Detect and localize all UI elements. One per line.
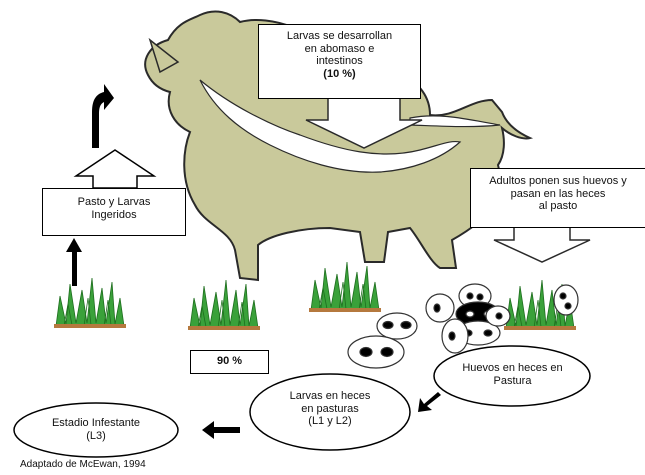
ingested-line1: Pasto y Larvas	[42, 196, 186, 209]
larvae-line3: (L1 y L2)	[255, 415, 405, 428]
grass-tuft-icon	[309, 262, 381, 312]
infective-label: Estadio Infestante (L3)	[18, 417, 174, 442]
intestine-pct: (10 %)	[258, 68, 421, 81]
up-arrow-black	[66, 238, 82, 286]
adults-line3: al pasto	[470, 200, 645, 213]
intestine-label: Larvas se desarrollan en abomaso e intes…	[258, 30, 421, 81]
infective-line2: (L3)	[18, 430, 174, 443]
eggs-line1: Huevos en heces en	[440, 362, 585, 375]
up-arrow-icon	[92, 84, 114, 148]
eggs-label: Huevos en heces en Pastura	[440, 362, 585, 387]
adults-line2: pasan en las heces	[470, 188, 645, 201]
ingested-line2: Ingeridos	[42, 209, 186, 222]
larvae-line1: Larvas en heces	[255, 390, 405, 403]
intestine-line1: Larvas se desarrollan	[258, 30, 421, 43]
larvae-label: Larvas en heces en pasturas (L1 y L2)	[255, 390, 405, 428]
grass-tuft-icon	[188, 280, 260, 330]
intestine-line3: intestinos	[258, 55, 421, 68]
infective-line1: Estadio Infestante	[18, 417, 174, 430]
larvae-line2: en pasturas	[255, 403, 405, 416]
arrow-eggs-to-larvae	[418, 392, 441, 412]
up-arrow-hollow	[76, 150, 154, 188]
ingested-label: Pasto y Larvas Ingeridos	[42, 196, 186, 221]
adults-label: Adultos ponen sus huevos y pasan en las …	[470, 175, 645, 213]
adults-line1: Adultos ponen sus huevos y	[470, 175, 645, 188]
arrow-larvae-to-infective	[202, 421, 240, 439]
pasture-pct-label: 90 %	[190, 355, 269, 368]
grass-tuft-icon	[54, 278, 126, 328]
eggs-line2: Pastura	[440, 375, 585, 388]
source-caption: Adaptado de McEwan, 1994	[20, 459, 220, 471]
intestine-line2: en abomaso e	[258, 43, 421, 56]
down-arrow-hollow	[494, 226, 590, 262]
